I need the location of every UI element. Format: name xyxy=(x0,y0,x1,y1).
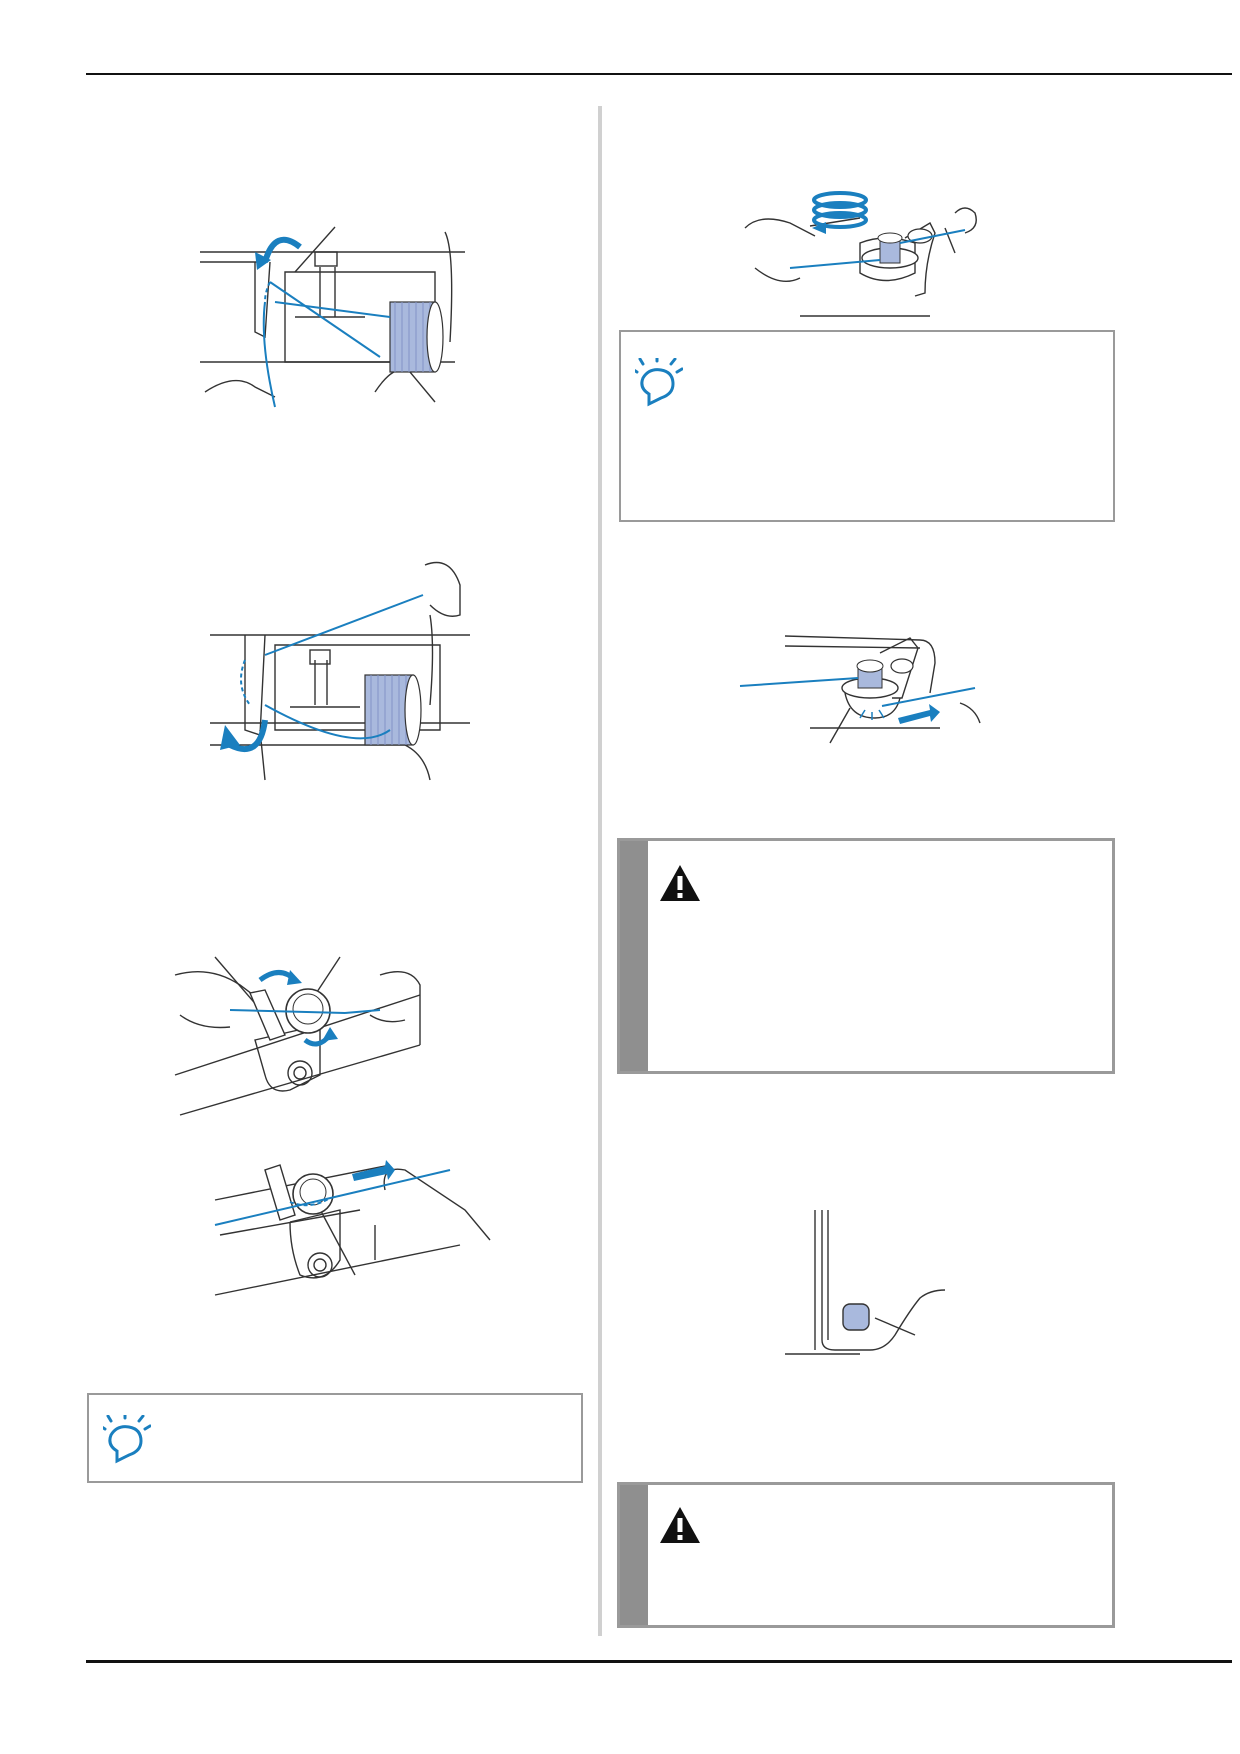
column-divider xyxy=(598,106,602,1636)
caution-box-1 xyxy=(617,838,1115,1074)
pretension-disk-figure-1 xyxy=(170,955,430,1125)
caution-bar xyxy=(620,841,648,1071)
pretension-disk-figure-2 xyxy=(210,1150,500,1300)
footer-rule xyxy=(86,1660,1232,1663)
thread-guide-figure-2 xyxy=(205,555,475,785)
thread-guide-figure-1 xyxy=(195,222,475,432)
bobbin-seat-figure xyxy=(739,618,990,748)
thread-guide-illustration xyxy=(200,226,465,408)
bobbin-winding-illustration xyxy=(744,191,977,317)
pretension-disk-illustration xyxy=(214,1160,491,1296)
warning-triangle-icon xyxy=(660,865,700,901)
bobbin-seat-illustration xyxy=(739,635,981,744)
warning-triangle-icon xyxy=(660,1507,700,1543)
start-stop-button-figure xyxy=(785,1210,955,1355)
thread-guide-illustration xyxy=(210,561,470,781)
caution-box-2 xyxy=(617,1482,1115,1628)
bobbin-winding-figure xyxy=(740,188,1000,323)
note-box-2 xyxy=(619,330,1115,522)
note-icon xyxy=(103,1415,151,1464)
header-rule xyxy=(86,73,1232,75)
start-stop-button-illustration xyxy=(785,1210,946,1355)
caution-bar xyxy=(620,1485,648,1625)
pretension-disk-illustration xyxy=(174,956,421,1116)
note-icon xyxy=(635,358,683,407)
note-box-1 xyxy=(87,1393,583,1483)
